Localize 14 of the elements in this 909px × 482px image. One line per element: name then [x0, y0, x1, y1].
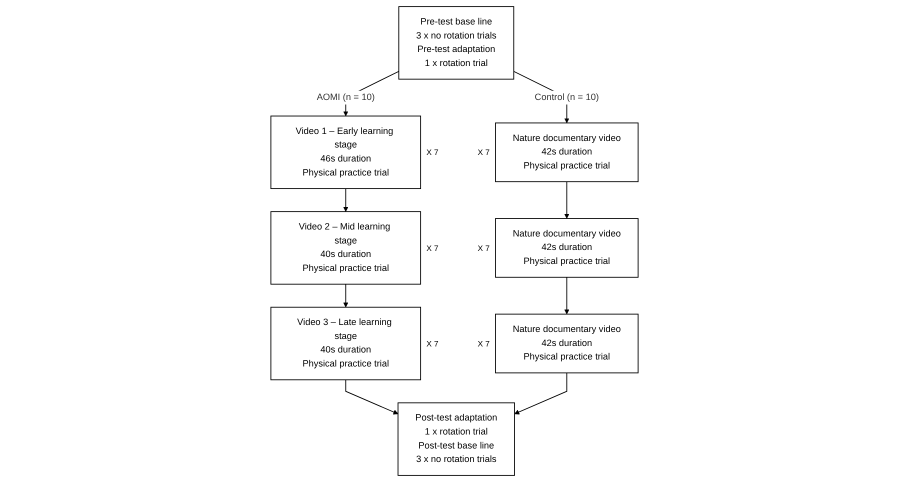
- process-box: Pre-test base line 3 x no rotation trials Pre-test adaptation 1 x rotation trial: [398, 6, 514, 80]
- process-box: Nature documentary video 42s duration Physical practice trial: [495, 314, 639, 374]
- arrow: [343, 188, 348, 212]
- arrow: [345, 379, 398, 414]
- process-box: Video 2 – Mid learning stage 40s duration Physical practice trial: [270, 211, 422, 285]
- process-box: Video 1 – Early learning stage 46s duration Physical practice trial: [270, 116, 422, 190]
- process-box: Nature documentary video 42s duration Physical practice trial: [495, 218, 639, 278]
- arrow: [564, 276, 570, 314]
- process-box: Nature documentary video 42s duration Physical practice trial: [495, 122, 639, 182]
- arrow: [514, 372, 568, 414]
- arrow: [343, 284, 348, 308]
- process-box: Video 3 – Late learning stage 40s duration Physical practice trial: [270, 306, 422, 380]
- arrow: [564, 181, 570, 219]
- process-box: Post-test adaptation 1 x rotation trial Post-test base line 3 x no rotation trials: [398, 402, 515, 476]
